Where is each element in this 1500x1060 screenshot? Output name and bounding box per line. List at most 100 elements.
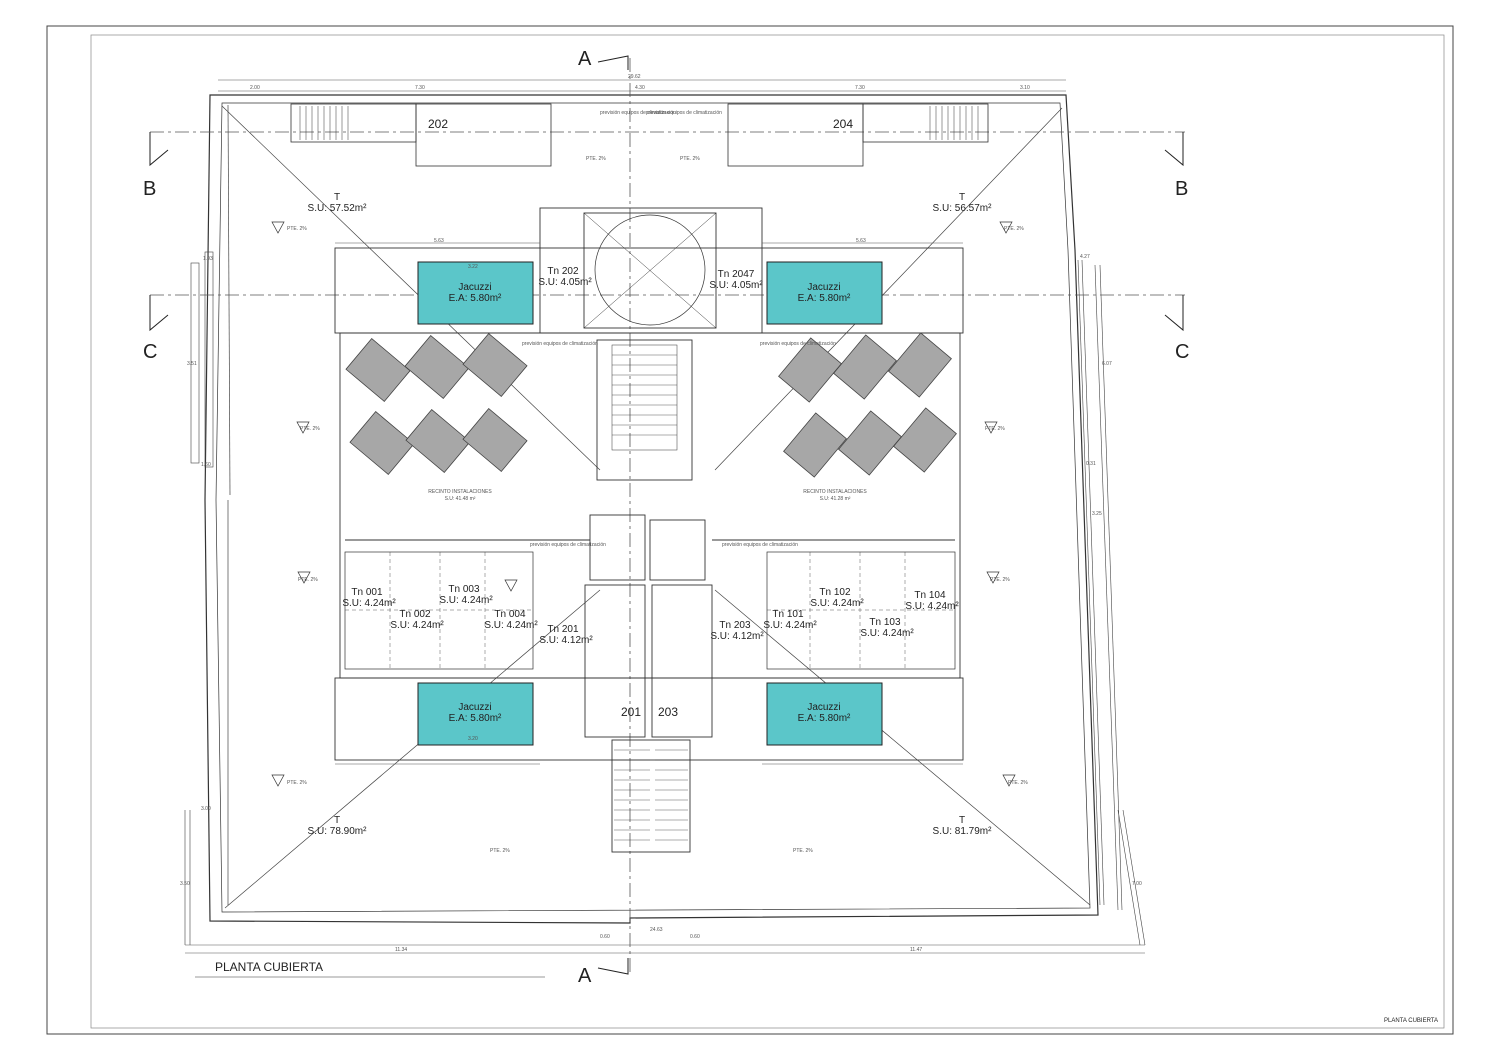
- install-left-name: RECINTO INSTALACIONES: [428, 489, 492, 495]
- storage-tn101-area: S.U: 4.24m²: [763, 620, 817, 631]
- section-lines: [150, 58, 1185, 972]
- jacuzzi-top-right: [766, 261, 883, 325]
- note-climate-2: previsión equipos de climatización: [646, 110, 722, 116]
- dim-bottom-1: 11.34: [395, 947, 407, 953]
- dim-overall: 29.62: [628, 74, 641, 80]
- storage-tn103-code: Tn 103: [869, 617, 901, 628]
- dim-right-1: 4.27: [1080, 254, 1090, 260]
- sheet-frame-inner: [90, 34, 1445, 1029]
- dim-bottom-2: 0.60: [600, 934, 610, 940]
- storage-tn103-area: S.U: 4.24m²: [860, 628, 914, 639]
- storage-tn201-code: Tn 201: [547, 624, 579, 635]
- corner-title: PLANTA CUBIERTA: [1384, 1018, 1438, 1024]
- dim-top-1: 2.00: [250, 85, 260, 91]
- storage-tn004-area: S.U: 4.24m²: [484, 620, 538, 631]
- jacuzzi-2-name: Jacuzzi: [807, 282, 840, 293]
- zone-br-code: T: [959, 815, 965, 826]
- section-c-left: C: [143, 341, 157, 363]
- dim-left-4: 3.00: [201, 806, 211, 812]
- pend-5: PTE. 2%: [298, 577, 318, 583]
- unit-202: 202: [428, 117, 448, 131]
- top-stairs-left: [290, 103, 552, 167]
- storage-tn2047-area: S.U: 4.05m²: [709, 280, 763, 291]
- pend-10: PTE. 2%: [793, 848, 813, 854]
- storage-tn001-code: Tn 001: [351, 587, 383, 598]
- zone-tr-area: S.U: 56.57m²: [933, 203, 993, 214]
- jacuzzi-1-area: E.A: 5.80m²: [449, 293, 502, 304]
- jacuzzi-top-left: [417, 261, 534, 325]
- dim-bottom: 24.63: [650, 927, 663, 933]
- install-left-area: S.U: 41.48 m²: [445, 496, 476, 502]
- top-stairs-right: [727, 103, 989, 167]
- roof-diagonals: [221, 104, 1091, 909]
- dim-left-2: 3.51: [187, 361, 197, 367]
- pend-1: PTE. 2%: [287, 226, 307, 232]
- pend-12: PTE. 2%: [680, 156, 700, 162]
- note-climate-5: previsión equipos de climatización: [530, 542, 606, 548]
- dim-right-3: 0.31: [1086, 461, 1096, 467]
- storage-tn202-area: S.U: 4.05m²: [538, 277, 592, 288]
- solar-panels-right: [778, 332, 957, 478]
- drawing-title: PLANTA CUBIERTA: [215, 960, 323, 974]
- unit-204: 204: [833, 117, 853, 131]
- storage-tn102-area: S.U: 4.24m²: [810, 598, 864, 609]
- dim-jacuzzi-bottom: 3.20: [468, 736, 478, 742]
- pend-11: PTE. 2%: [586, 156, 606, 162]
- note-climate-3: previsión equipos de climatización: [522, 341, 598, 347]
- dim-bottom-3: 0.60: [690, 934, 700, 940]
- section-ticks: [149, 55, 1184, 975]
- dim-right-5: 7.00: [1132, 881, 1142, 887]
- jacuzzi-bottom-right: [766, 682, 883, 746]
- dim-center-left: 5.63: [434, 238, 444, 244]
- storage-tn201-area: S.U: 4.12m²: [539, 635, 593, 646]
- jacuzzi-4-area: E.A: 5.80m²: [798, 713, 851, 724]
- section-a-bottom: A: [578, 965, 592, 987]
- storage-tn202-code: Tn 202: [547, 266, 579, 277]
- dim-left-5: 3.50: [180, 881, 190, 887]
- jacuzzi-3-area: E.A: 5.80m²: [449, 713, 502, 724]
- storage-tn104-code: Tn 104: [914, 590, 946, 601]
- zone-tl-code: T: [334, 192, 340, 203]
- dim-bottom-4: 11.47: [910, 947, 922, 953]
- storage-tn001-area: S.U: 4.24m²: [342, 598, 396, 609]
- zone-bl-code: T: [334, 815, 340, 826]
- section-a-top: A: [578, 48, 592, 70]
- install-right-area: S.U: 41.28 m²: [820, 496, 851, 502]
- left-railing: [184, 251, 214, 945]
- pend-7: PTE. 2%: [287, 780, 307, 786]
- install-right-name: RECINTO INSTALACIONES: [803, 489, 867, 495]
- jacuzzi-4-name: Jacuzzi: [807, 702, 840, 713]
- section-c-right: C: [1175, 341, 1189, 363]
- dim-top-3: 4.30: [635, 85, 645, 91]
- pend-4: PTE. 2%: [985, 426, 1005, 432]
- jacuzzi-2-area: E.A: 5.80m²: [798, 293, 851, 304]
- dim-top-4: 7.30: [855, 85, 865, 91]
- central-block: [334, 247, 964, 761]
- zone-bl-area: S.U: 78.90m²: [308, 826, 368, 837]
- dim-top-5: 3.10: [1020, 85, 1030, 91]
- storage-tn203-code: Tn 203: [719, 620, 751, 631]
- drain-markers: [271, 221, 1016, 787]
- section-b-right: B: [1175, 178, 1188, 200]
- jacuzzi-3-name: Jacuzzi: [458, 702, 491, 713]
- note-climate-1: previsión equipos de climatización: [600, 110, 676, 116]
- zone-tl-area: S.U: 57.52m²: [308, 203, 368, 214]
- storage-tn003-code: Tn 003: [448, 584, 480, 595]
- zone-br-area: S.U: 81.79m²: [933, 826, 993, 837]
- storage-tn101-code: Tn 101: [772, 609, 804, 620]
- note-climate-4: previsión equipos de climatización: [760, 341, 836, 347]
- dimension-lines: [185, 79, 1145, 954]
- unit-201: 201: [621, 705, 641, 719]
- right-railing: [1077, 259, 1146, 946]
- dim-jacuzzi-top: 3.22: [468, 264, 478, 270]
- dim-center-right: 5.63: [856, 238, 866, 244]
- pend-6: PTE. 2%: [990, 577, 1010, 583]
- solar-panels-left: [345, 333, 528, 475]
- dim-right-2: 6.07: [1102, 361, 1112, 367]
- storage-tn003-area: S.U: 4.24m²: [439, 595, 493, 606]
- pend-3: PTE. 2%: [300, 426, 320, 432]
- pend-2: PTE. 2%: [1004, 226, 1024, 232]
- jacuzzi-1-name: Jacuzzi: [458, 282, 491, 293]
- storage-tn004-code: Tn 004: [494, 609, 526, 620]
- unit-203: 203: [658, 705, 678, 719]
